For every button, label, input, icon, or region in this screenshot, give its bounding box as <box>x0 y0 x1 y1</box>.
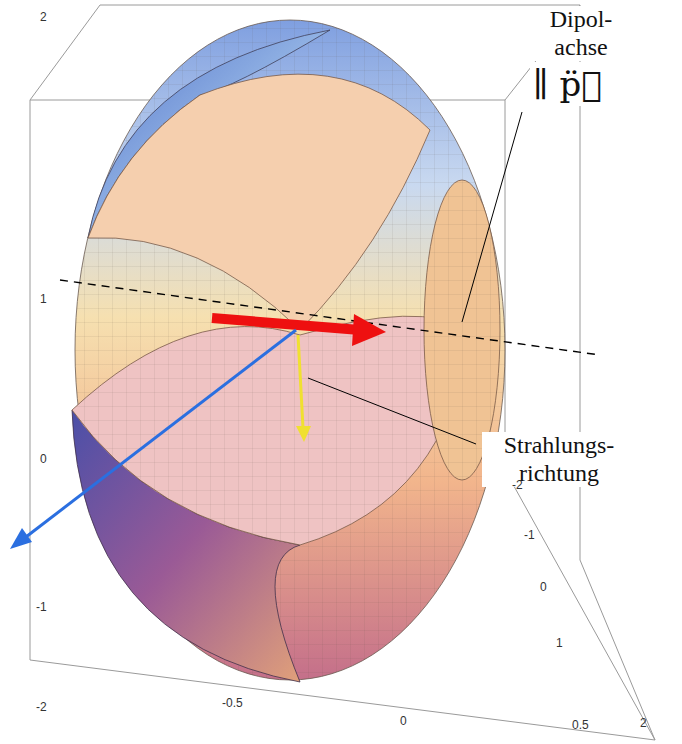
tick-label: 2 <box>40 10 47 24</box>
vector-symbol: ∥ p̈⃗ <box>530 62 605 106</box>
dipole-arrowhead <box>352 314 386 346</box>
radiation-arrowhead <box>296 426 311 442</box>
tick-label: -1 <box>36 600 47 614</box>
dipole-axis <box>60 280 600 355</box>
bounding-box <box>30 5 655 740</box>
tick-label: 0 <box>540 580 547 594</box>
axis-arrow <box>22 330 296 540</box>
box-edge <box>505 470 655 740</box>
tick-label: 1 <box>40 292 47 306</box>
direction-label: Strahlungs- richtung <box>482 432 636 487</box>
box-edge <box>505 100 506 470</box>
tick-label: 0.5 <box>572 718 589 732</box>
tick-label: -2 <box>36 700 47 714</box>
upper-interior <box>88 74 430 330</box>
radiation-arrow <box>298 335 303 428</box>
tick-label: 0 <box>40 452 47 466</box>
axis-label: Dipol- achse <box>520 6 642 61</box>
box-edge <box>580 5 655 740</box>
tick-label: -2 <box>512 478 523 492</box>
leader-line <box>308 378 476 444</box>
tick-label: 2 <box>640 716 647 730</box>
leader-line <box>462 112 522 322</box>
dipole-arrow <box>212 318 360 330</box>
tick-label: 0 <box>400 714 407 728</box>
axis-arrowhead <box>10 528 32 549</box>
tick-label: -0.5 <box>222 696 243 710</box>
tick-label: 1 <box>556 636 563 650</box>
tick-label: -1 <box>524 528 535 542</box>
